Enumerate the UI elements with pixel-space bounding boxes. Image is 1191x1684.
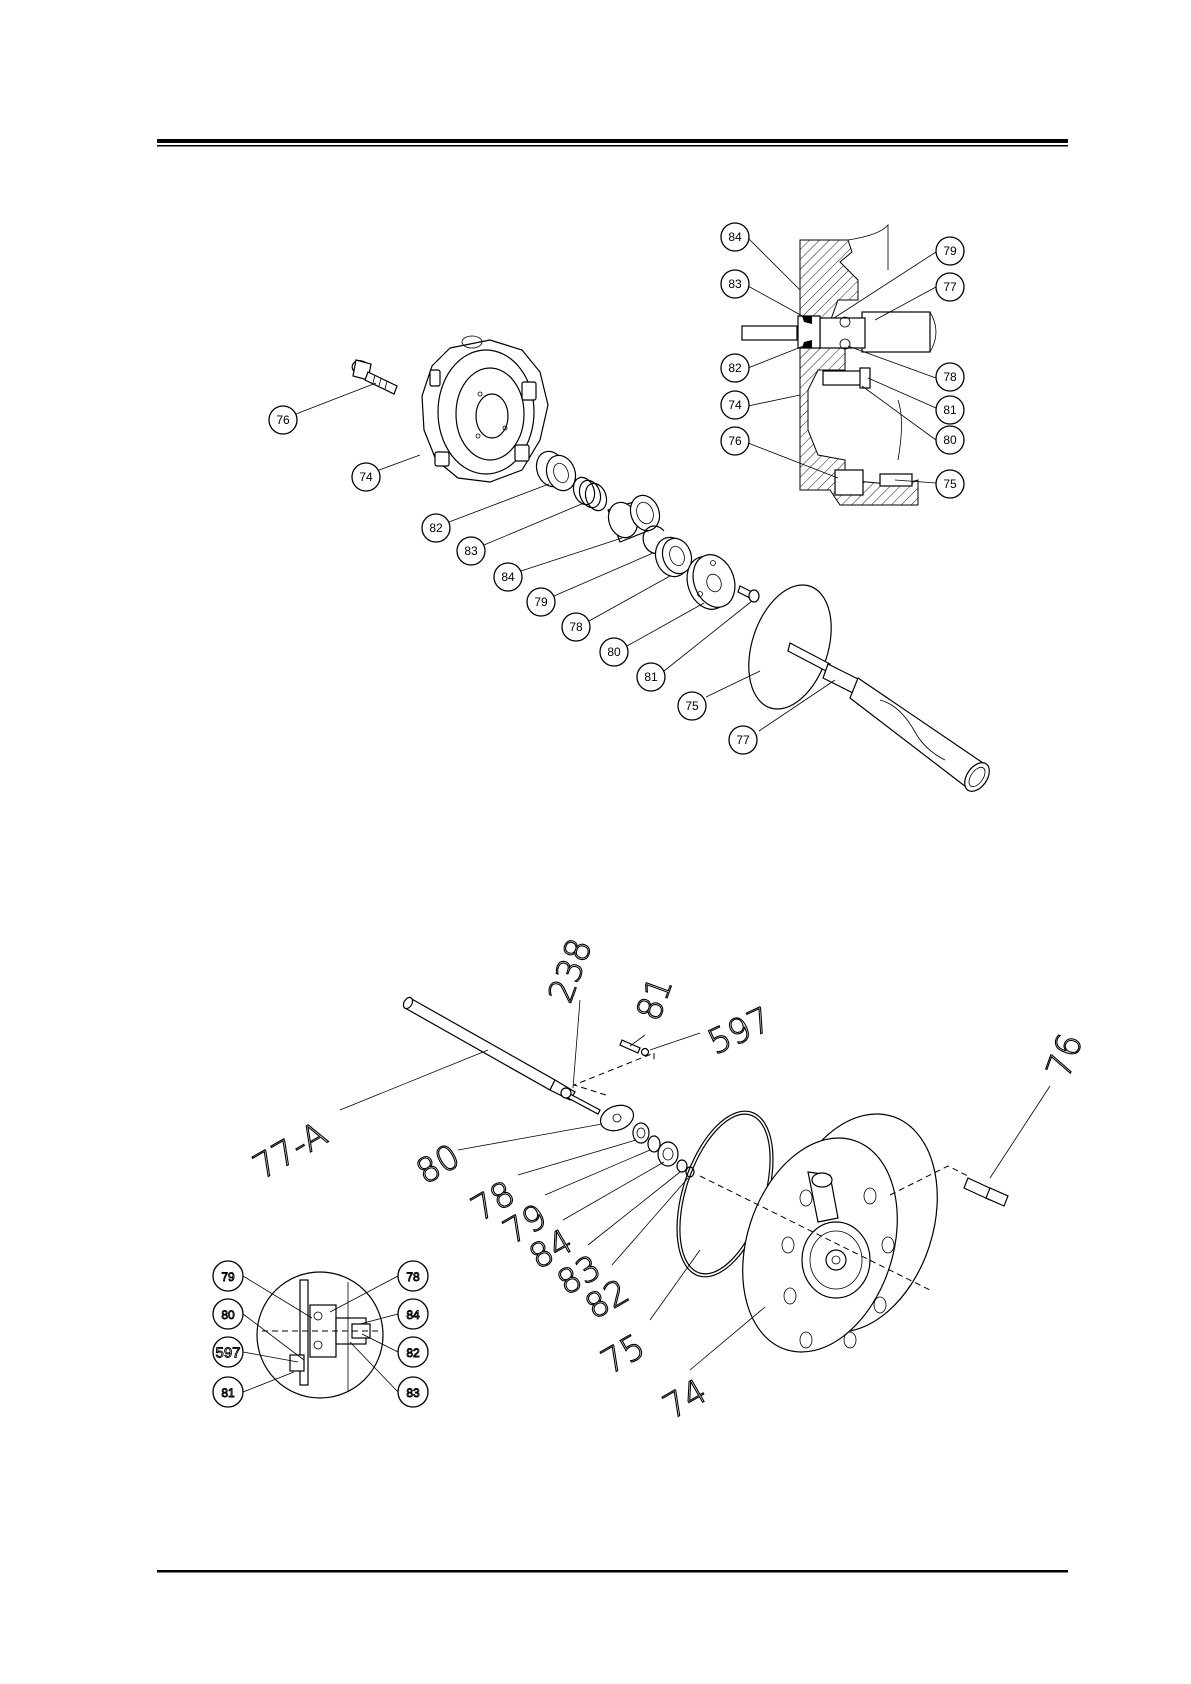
detail-callout-84: 84 xyxy=(398,1299,428,1329)
bolt-76-b-drawing xyxy=(964,1178,1008,1206)
svg-text:78: 78 xyxy=(943,370,957,384)
section-callout-82: 82 xyxy=(721,354,749,382)
label-80: 80 xyxy=(410,1137,467,1193)
svg-text:81: 81 xyxy=(943,403,957,417)
bolt-76-drawing xyxy=(350,358,397,394)
svg-text:78: 78 xyxy=(406,1270,420,1284)
section-callout-76: 76 xyxy=(721,427,749,455)
detail-callout-83: 83 xyxy=(398,1377,428,1407)
svg-text:82: 82 xyxy=(406,1346,420,1360)
svg-text:76: 76 xyxy=(276,413,290,427)
svg-text:79: 79 xyxy=(221,1270,235,1284)
svg-text:83: 83 xyxy=(406,1386,420,1400)
label-75: 75 xyxy=(595,1327,652,1383)
svg-text:74: 74 xyxy=(728,398,742,412)
exploded-view-top: 76 74 82 83 84 79 78 80 81 75 77 xyxy=(269,336,994,796)
section-callout-79: 79 xyxy=(936,237,964,265)
svg-text:84: 84 xyxy=(501,570,515,584)
svg-text:77: 77 xyxy=(943,280,957,294)
label-81: 81 xyxy=(629,972,681,1026)
svg-text:79: 79 xyxy=(534,595,548,609)
callout-80: 80 xyxy=(600,638,628,666)
svg-text:76: 76 xyxy=(728,434,742,448)
callout-84: 84 xyxy=(494,563,522,591)
svg-text:77: 77 xyxy=(736,733,750,747)
section-callout-81: 81 xyxy=(936,396,964,424)
svg-text:75: 75 xyxy=(685,699,699,713)
svg-text:80: 80 xyxy=(607,645,621,659)
callout-75: 75 xyxy=(678,692,706,720)
bushing-84-b-drawing xyxy=(658,1142,678,1166)
detail-callout-82: 82 xyxy=(398,1337,428,1367)
svg-text:82: 82 xyxy=(728,361,742,375)
bottom-leader-lines xyxy=(340,1000,1050,1370)
label-77A: 77-A xyxy=(247,1114,335,1188)
svg-text:84: 84 xyxy=(728,230,742,244)
svg-text:75: 75 xyxy=(943,477,957,491)
shaft-77A-drawing xyxy=(402,996,600,1114)
screw-81-drawing xyxy=(738,586,759,602)
svg-text:81: 81 xyxy=(221,1386,235,1400)
callout-77: 77 xyxy=(729,726,757,754)
spring-83-drawing xyxy=(570,474,610,513)
section-view-top: 84 83 82 74 76 79 77 78 81 80 75 xyxy=(721,223,964,505)
housing-74-drawing xyxy=(422,336,548,482)
top-leader-lines xyxy=(296,383,835,731)
label-74: 74 xyxy=(657,1372,714,1428)
callout-82: 82 xyxy=(422,514,450,542)
svg-text:78: 78 xyxy=(569,620,583,634)
callout-79: 79 xyxy=(527,588,555,616)
svg-text:84: 84 xyxy=(406,1308,420,1322)
callout-78: 78 xyxy=(562,613,590,641)
section-callout-80: 80 xyxy=(936,426,964,454)
detail-view-bottom: 79 80 597 81 78 84 82 83 xyxy=(213,1261,428,1407)
section-callout-74: 74 xyxy=(721,391,749,419)
svg-text:74: 74 xyxy=(359,470,373,484)
screw-81-b-drawing xyxy=(620,1040,640,1053)
label-238: 238 xyxy=(541,933,601,1008)
exploded-view-bottom: 238 81 597 76 77-A 80 78 79 84 83 82 75 … xyxy=(247,933,1092,1427)
bushing-84-drawing xyxy=(604,491,665,542)
section-callout-78: 78 xyxy=(936,363,964,391)
plate-80-b-drawing xyxy=(597,1101,637,1135)
svg-text:80: 80 xyxy=(221,1308,235,1322)
svg-text:597: 597 xyxy=(215,1345,240,1362)
svg-text:83: 83 xyxy=(728,277,742,291)
callout-76: 76 xyxy=(269,406,297,434)
detail-callout-78: 78 xyxy=(398,1261,428,1291)
shaft-77-drawing xyxy=(788,643,994,796)
header-rule-thin xyxy=(157,145,1068,147)
detail-callout-597: 597 xyxy=(213,1337,243,1367)
callout-81: 81 xyxy=(637,663,665,691)
svg-text:79: 79 xyxy=(943,244,957,258)
header-rule xyxy=(157,139,1068,143)
washer-597-b-drawing xyxy=(642,1049,649,1056)
svg-text:80: 80 xyxy=(943,433,957,447)
svg-text:82: 82 xyxy=(429,521,443,535)
section-callout-75: 75 xyxy=(936,470,964,498)
callout-83: 83 xyxy=(457,537,485,565)
footer-rule xyxy=(157,1570,1068,1573)
housing-74-b-drawing xyxy=(717,1093,964,1372)
detail-callout-80: 80 xyxy=(213,1299,243,1329)
label-597: 597 xyxy=(702,999,778,1063)
svg-text:81: 81 xyxy=(644,670,658,684)
detail-callout-81: 81 xyxy=(213,1377,243,1407)
spring-83-b-drawing xyxy=(677,1160,687,1172)
section-callout-77: 77 xyxy=(936,273,964,301)
section-callout-83: 83 xyxy=(721,270,749,298)
label-76: 76 xyxy=(1039,1029,1091,1083)
svg-text:83: 83 xyxy=(464,544,478,558)
section-callout-84: 84 xyxy=(721,223,749,251)
callout-74: 74 xyxy=(352,463,380,491)
detail-callout-79: 79 xyxy=(213,1261,243,1291)
